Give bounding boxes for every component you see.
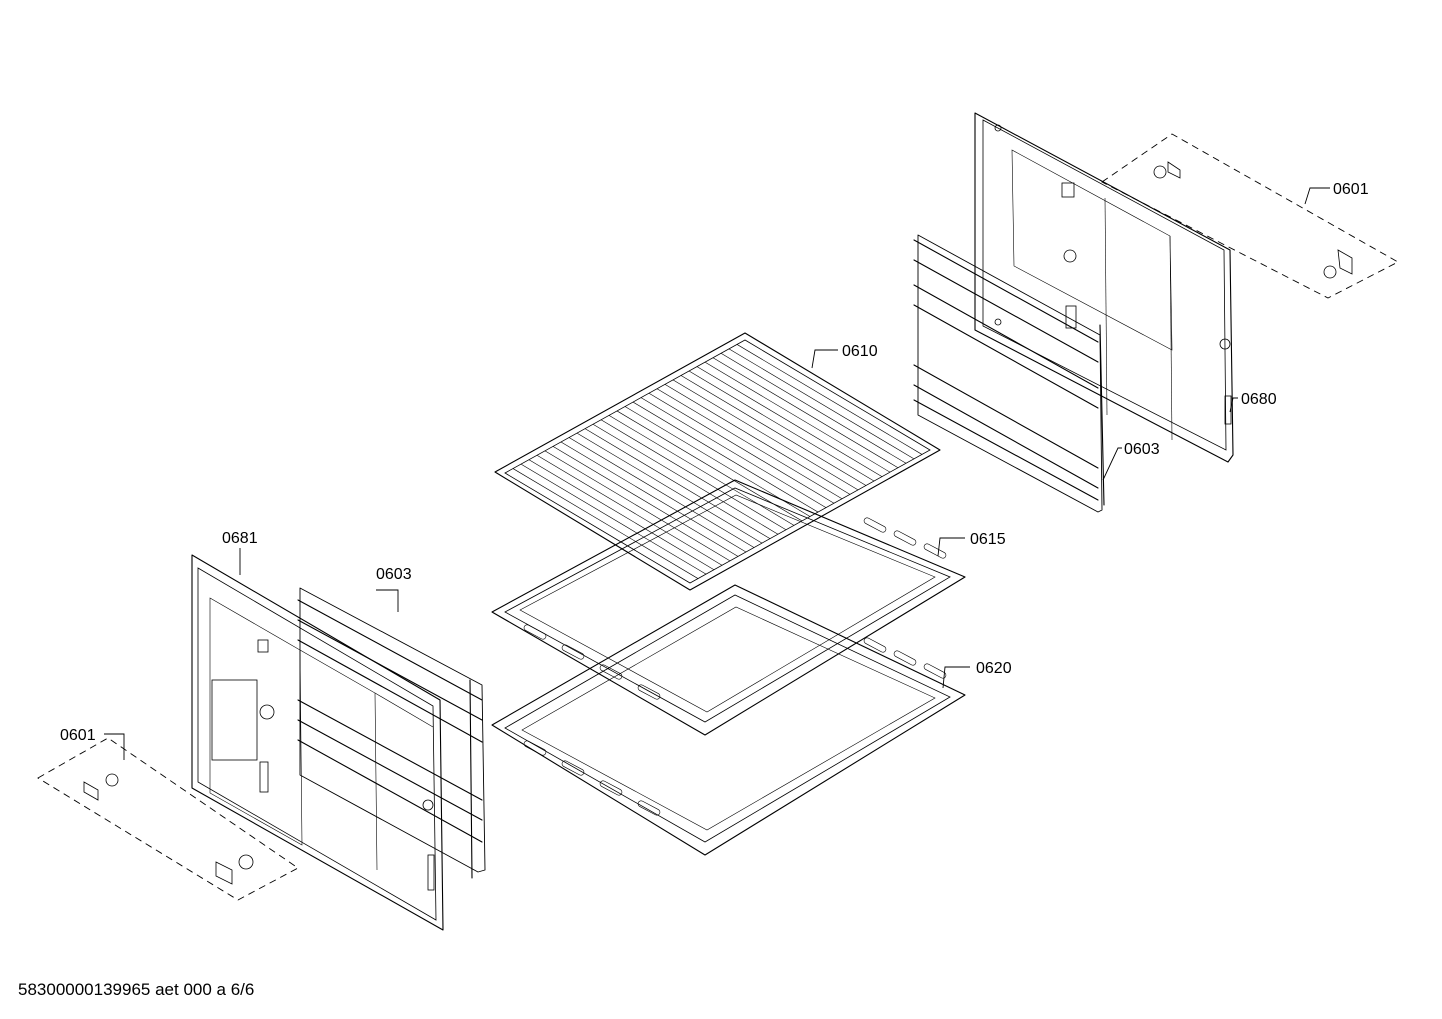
- rack-wire: [536, 455, 723, 566]
- drawing-number: 58300000139965 aet 000 a 6/6: [18, 980, 255, 999]
- tray-slot: [863, 637, 887, 653]
- tray-shallow: [491, 479, 966, 736]
- label-tray-deep: 0620: [976, 660, 1012, 677]
- tray-slot: [599, 664, 623, 680]
- rack: [494, 332, 941, 591]
- rack-wire: [512, 468, 699, 579]
- tray-slot: [893, 530, 917, 546]
- rack-wire: [576, 432, 763, 544]
- rack-wire: [728, 348, 915, 460]
- rack-wire: [672, 379, 859, 491]
- tray-slot: [523, 624, 547, 640]
- label-clips-left: 0601: [60, 727, 96, 744]
- tray-slot: [893, 650, 917, 666]
- rack-wire: [712, 357, 899, 468]
- rack-wire: [648, 392, 835, 504]
- rack-wire: [520, 463, 707, 575]
- rack-wire: [664, 384, 851, 495]
- label-clips-right: 0601: [1333, 181, 1369, 198]
- label-side-panel-left: 0681: [222, 530, 258, 547]
- rack-wire: [736, 344, 923, 455]
- rack-wire: [560, 441, 747, 553]
- label-rail-right: 0603: [1124, 441, 1160, 458]
- tray-slot: [599, 780, 623, 796]
- tray-slot: [863, 517, 887, 533]
- tray-slot: [923, 543, 947, 559]
- rack-wire: [704, 361, 891, 473]
- tray-deep: [491, 584, 966, 856]
- rack-wire: [632, 401, 819, 513]
- rack-wire: [592, 423, 779, 535]
- rack-wire: [568, 437, 755, 548]
- rail-left: [297, 587, 486, 879]
- leader-lines: [104, 187, 1330, 760]
- label-side-panel-right: 0680: [1241, 391, 1277, 408]
- rack-wire: [544, 450, 731, 562]
- tray-slot: [523, 740, 547, 756]
- rack-wire: [600, 419, 787, 531]
- label-rack: 0610: [842, 343, 878, 360]
- rack-wire: [640, 397, 827, 508]
- tray-slot: [637, 684, 661, 700]
- tray-slot: [561, 644, 585, 660]
- tray-slot: [637, 800, 661, 816]
- label-rail-left: 0603: [376, 566, 412, 583]
- tray-slot: [561, 760, 585, 776]
- rack-wire: [608, 415, 795, 526]
- side-panel-left: [191, 554, 444, 931]
- label-tray-shallow: 0615: [970, 531, 1006, 548]
- rack-wire: [680, 375, 867, 486]
- rack-wire: [552, 446, 739, 557]
- rack-wire: [688, 370, 875, 482]
- rack-wire: [528, 459, 715, 570]
- rack-wire: [696, 366, 883, 477]
- rack-wire: [720, 353, 907, 464]
- clips-right: [1101, 133, 1399, 299]
- clips-left: [37, 737, 299, 901]
- rail-right: [913, 234, 1105, 513]
- part-labels: 0601 0610 0680 0603 0615 0620 0681 0603 …: [60, 181, 1369, 744]
- rack-wire: [656, 388, 843, 500]
- rack-wire: [584, 428, 771, 539]
- tray-slot: [923, 663, 947, 679]
